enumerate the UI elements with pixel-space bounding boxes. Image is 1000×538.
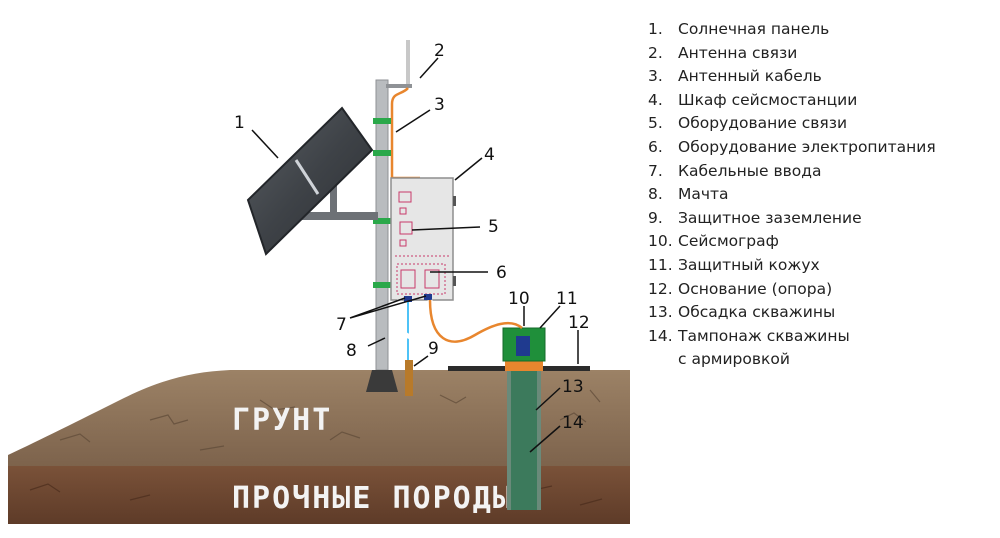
cable-gland: [424, 294, 432, 300]
soil-layer: [8, 370, 630, 466]
callout-line-8: [367, 337, 386, 347]
callout-10: 10: [508, 289, 530, 309]
callout-5: 5: [488, 217, 499, 237]
callout-line-3: [395, 109, 431, 133]
callout-8: 8: [346, 341, 357, 361]
soil-label: ГРУНТ: [232, 403, 332, 438]
legend-item: 8.Мачта: [648, 185, 729, 204]
mast-clamp: [373, 150, 391, 156]
casing-top: [505, 360, 543, 371]
legend-item: 12.Основание (опора): [648, 279, 833, 298]
legend-item-continuation: с армировкой: [678, 350, 790, 369]
antenna-bracket: [386, 84, 412, 88]
callout-2: 2: [434, 41, 445, 61]
callout-line-13: [535, 387, 561, 411]
station-diagram: ГРУНТ ПРОЧНЫЕ ПОРОДЫ: [8, 40, 630, 524]
mast-clamp: [373, 282, 391, 288]
legend-item: 13.Обсадка скважины: [648, 303, 836, 322]
callout-4: 4: [484, 145, 495, 165]
cable-gland: [404, 296, 412, 302]
legend-item: 10.Сейсмограф: [648, 232, 779, 251]
solar-panel: [246, 106, 374, 256]
callout-line-11: [539, 305, 561, 329]
legend-item: 9.Защитное заземление: [648, 208, 862, 227]
grounding-rod: [405, 360, 413, 396]
callout-line-14: [529, 425, 561, 453]
legend-item: 5.Оборудование связи: [648, 114, 848, 133]
rock-label: ПРОЧНЫЕ ПОРОДЫ: [232, 481, 513, 516]
legend-item: 11.Защитный кожух: [648, 255, 820, 274]
cabinet-latch: [453, 196, 456, 206]
callout-13: 13: [562, 377, 584, 397]
seismograph: [516, 336, 530, 356]
cabinet: [390, 177, 454, 301]
legend-item: 4.Шкаф сейсмостанции: [648, 90, 858, 109]
callout-line-2: [419, 57, 439, 79]
callout-1: 1: [234, 113, 245, 133]
seismograph-cable: [428, 299, 523, 343]
legend-item: 3.Антенный кабель: [648, 67, 822, 86]
soil-texture: [59, 389, 601, 451]
callout-line-5: [411, 226, 481, 231]
callout-line-7: [349, 295, 427, 319]
antenna: [406, 40, 410, 88]
legend-list: 1.Солнечная панель 2.Антенна связи 3.Ант…: [648, 18, 998, 372]
callout-14: 14: [562, 413, 584, 433]
mast-clamp: [373, 218, 391, 224]
legend-item: 7.Кабельные ввода: [648, 161, 822, 180]
mast-clamp: [373, 118, 391, 124]
legend-item: 1.Солнечная панель: [648, 20, 830, 38]
callout-line-1: [251, 129, 279, 159]
antenna-cable: [390, 87, 420, 180]
panel-bracket: [330, 166, 337, 218]
borehole-grouting: [511, 371, 537, 510]
callout-11: 11: [556, 289, 578, 309]
mast-foot: [366, 370, 398, 392]
legend-item: 6.Оборудование электропитания: [648, 137, 936, 156]
callout-7: 7: [336, 315, 347, 335]
grounding-loop: [394, 298, 434, 341]
legend-item: 2.Антенна связи: [648, 43, 798, 62]
callout-12: 12: [568, 313, 590, 333]
communication-equipment: [395, 191, 450, 257]
callout-line-9: [413, 355, 429, 367]
power-equipment: [396, 263, 446, 295]
cabinet-latch: [453, 276, 456, 286]
callout-3: 3: [434, 95, 445, 115]
panel-bracket: [300, 212, 378, 220]
callout-6: 6: [496, 263, 507, 283]
callout-line-4: [454, 157, 483, 181]
callout-9: 9: [428, 339, 439, 359]
